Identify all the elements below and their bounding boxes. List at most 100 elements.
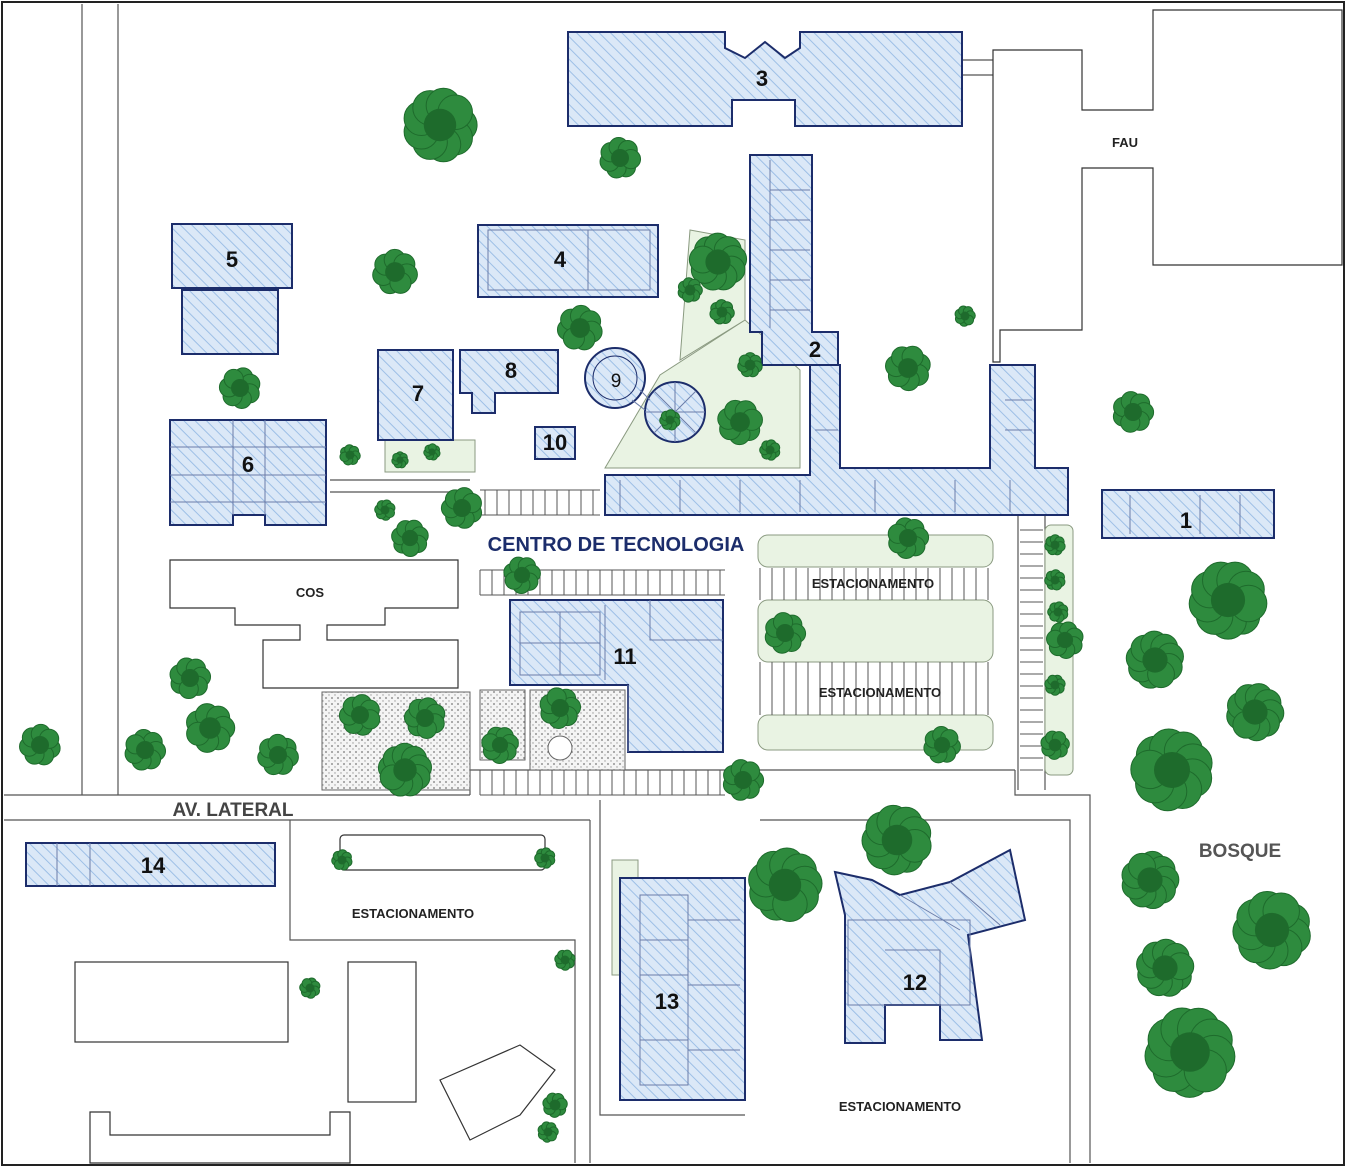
building-5[interactable]: [171, 223, 293, 289]
building-1[interactable]: [1101, 489, 1275, 539]
tree-icon: [534, 847, 556, 869]
label-4: 4: [554, 247, 567, 272]
building-5-annex[interactable]: [181, 289, 279, 355]
parking-label-2: ESTACIONAMENTO: [819, 685, 941, 700]
cos-building-outline: [169, 559, 459, 689]
label-7: 7: [412, 381, 424, 406]
building-12[interactable]: [833, 848, 1027, 1044]
tree-icon: [764, 612, 807, 654]
bosque-label: BOSQUE: [1199, 841, 1281, 862]
fau-building-outline: [992, 9, 1343, 363]
label-13: 13: [655, 989, 679, 1014]
tree-icon: [186, 703, 236, 753]
tree-icon: [1112, 391, 1155, 433]
tree-icon: [717, 399, 763, 446]
tree-icon: [542, 1092, 568, 1118]
fau-label: FAU: [1112, 135, 1138, 150]
tree-icon: [554, 949, 576, 971]
campus-title: CENTRO DE TECNOLOGIA: [488, 534, 745, 556]
tree-icon: [403, 87, 478, 163]
building-7[interactable]: [377, 349, 454, 441]
building-8[interactable]: [459, 349, 559, 414]
label-3: 3: [756, 66, 768, 91]
building-13[interactable]: [619, 877, 746, 1101]
label-5: 5: [226, 247, 238, 272]
label-2: 2: [809, 337, 821, 362]
tree-icon: [1040, 730, 1070, 760]
road-network: [4, 4, 1091, 1163]
building-number-labels: 3 4 5 6 7 8 9 10 2 1 11 12 13 14: [141, 66, 1192, 1014]
label-1: 1: [1180, 508, 1192, 533]
parking-label-1: ESTACIONAMENTO: [812, 576, 934, 591]
tree-icon: [257, 733, 299, 776]
tree-icon: [1144, 1007, 1236, 1098]
tree-icon: [688, 232, 748, 291]
tree-icon: [709, 299, 735, 325]
label-8: 8: [505, 358, 517, 383]
label-14: 14: [141, 853, 166, 878]
tree-icon: [677, 277, 703, 303]
tree-icon: [659, 409, 681, 431]
tree-icon: [1130, 728, 1213, 812]
tree-icon: [403, 697, 446, 739]
building-9[interactable]: [584, 347, 646, 409]
tree-icon: [1044, 534, 1066, 556]
cos-label: COS: [296, 585, 325, 600]
tree-icon: [1226, 683, 1285, 742]
tree-icon: [748, 847, 823, 922]
tree-icon: [537, 1121, 559, 1143]
road-label: AV. LATERAL: [172, 800, 293, 821]
tree-icon: [1121, 850, 1180, 910]
tree-icon: [503, 556, 541, 595]
tree-icon: [1125, 630, 1184, 689]
tree-icon: [377, 742, 433, 797]
tree-icon: [599, 136, 642, 179]
tree-icon: [1232, 890, 1311, 970]
tree-icon: [338, 694, 381, 736]
tree-icon: [481, 726, 519, 765]
lower-left-outlines: [74, 834, 556, 1164]
tree-icon: [1046, 621, 1084, 659]
area-labels: FAU COS CENTRO DE TECNOLOGIA AV. LATERAL…: [172, 135, 1281, 1114]
tree-icon: [374, 499, 396, 521]
building-10[interactable]: [534, 426, 576, 460]
tree-icon: [722, 759, 765, 801]
building-3[interactable]: [567, 31, 963, 127]
tree-icon: [1044, 674, 1066, 696]
tree-icon: [923, 725, 961, 764]
label-9: 9: [611, 371, 622, 392]
tree-icon: [391, 451, 409, 469]
tree-icon: [759, 439, 781, 461]
tree-icon: [556, 304, 603, 351]
label-10: 10: [543, 430, 567, 455]
trees: [19, 87, 1311, 1143]
tree-icon: [861, 804, 932, 876]
tree-icon: [124, 728, 167, 771]
tree-icon: [339, 444, 361, 466]
tree-icon: [423, 443, 441, 461]
tree-icon: [299, 977, 321, 999]
tree-icon: [372, 248, 418, 295]
tree-icon: [954, 305, 976, 327]
tree-icon: [1136, 938, 1195, 997]
label-12: 12: [903, 970, 927, 995]
tree-icon: [169, 657, 212, 700]
tree-icon: [391, 519, 429, 558]
building-4[interactable]: [477, 224, 659, 298]
tree-icon: [539, 687, 582, 729]
building-2-wing[interactable]: [604, 364, 1069, 516]
tree-icon: [218, 367, 261, 409]
tree-icon: [887, 517, 930, 559]
tree-icon: [1188, 561, 1268, 640]
parking-space-ticks: [479, 490, 1043, 795]
label-11: 11: [613, 644, 636, 669]
parking-label-3: ESTACIONAMENTO: [352, 906, 474, 921]
parking-label-4: ESTACIONAMENTO: [839, 1099, 961, 1114]
label-6: 6: [242, 452, 254, 477]
tree-icon: [1047, 601, 1069, 623]
tree-icon: [737, 352, 763, 378]
tree-icon: [440, 487, 483, 529]
building-14[interactable]: [25, 842, 276, 887]
tree-icon: [1044, 569, 1066, 591]
